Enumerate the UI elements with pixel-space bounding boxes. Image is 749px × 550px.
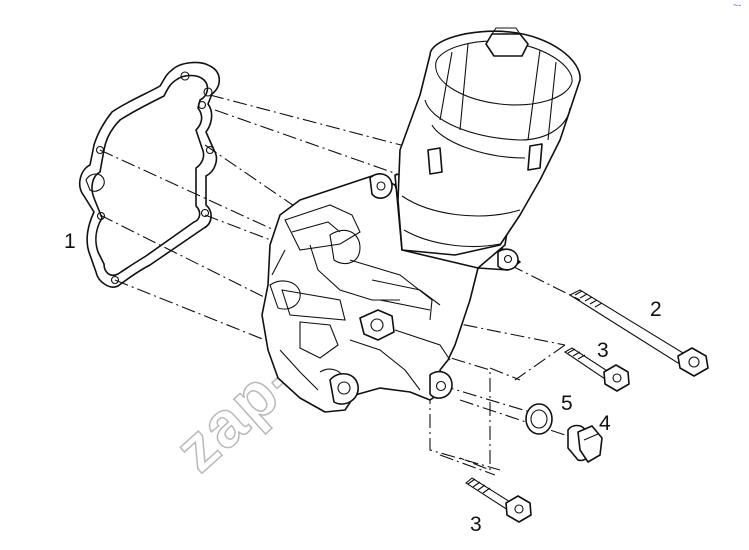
callout-3-upper: 3 <box>597 339 609 362</box>
callout-1: 1 <box>64 230 76 253</box>
gasket-part <box>78 61 221 288</box>
long-bolt-part <box>568 289 709 377</box>
oil-filter-housing <box>261 27 581 413</box>
plug-part <box>567 424 603 463</box>
washer-part <box>525 403 553 435</box>
callout-3-lower: 3 <box>470 513 482 536</box>
corner-mark: ~- <box>733 0 741 10</box>
short-bolt-lower-part <box>465 477 532 523</box>
callout-2: 2 <box>650 298 662 321</box>
assembly-guide-lines <box>99 94 581 476</box>
callout-4: 4 <box>599 412 611 435</box>
callout-5: 5 <box>561 392 573 415</box>
callout-labels: 1 2 3 5 4 3 <box>64 230 662 536</box>
short-bolt-upper-part <box>563 347 630 392</box>
